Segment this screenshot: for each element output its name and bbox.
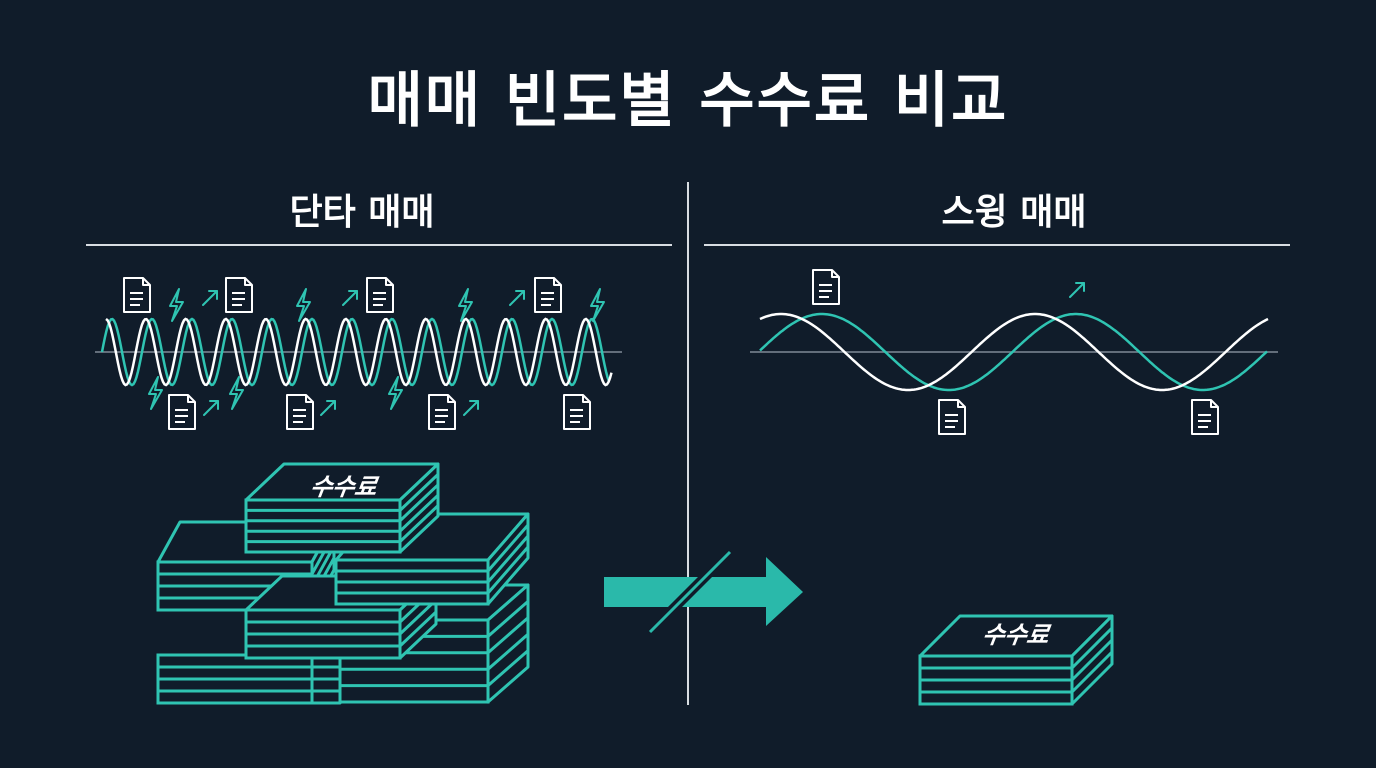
left-wave-white (105, 317, 613, 387)
document-icon (123, 277, 151, 313)
up-arrow-icon (320, 400, 336, 416)
lightning-icon (296, 288, 311, 322)
document-icon (938, 399, 966, 435)
up-arrow-icon (463, 400, 479, 416)
left-wave-teal (100, 317, 611, 387)
lightning-icon (458, 288, 473, 322)
up-arrow-icon (342, 290, 358, 306)
large-fee-stack (156, 462, 530, 705)
document-icon (225, 277, 253, 313)
right-wave-white (759, 312, 1269, 392)
small-fee-stack (918, 614, 1114, 706)
fee-box (244, 462, 440, 554)
up-arrow-icon (203, 400, 219, 416)
fee-box (156, 653, 342, 705)
document-icon (1191, 399, 1219, 435)
lightning-icon (148, 376, 163, 410)
document-icon (534, 277, 562, 313)
right-fee-label: 수수료 (981, 621, 1053, 649)
document-icon (563, 394, 591, 430)
up-arrow-icon (509, 290, 525, 306)
up-arrow-icon (1069, 282, 1085, 298)
document-icon (428, 394, 456, 430)
document-icon (286, 394, 314, 430)
left-fee-label: 수수료 (308, 473, 380, 501)
document-icon (366, 277, 394, 313)
document-icon (812, 269, 840, 305)
document-icon (168, 394, 196, 430)
fee-box (918, 614, 1114, 706)
page-title: 매매 빈도별 수수료 비교 (367, 66, 1009, 136)
up-arrow-icon (202, 290, 218, 306)
day-trading-heading: 단타 매매 (289, 192, 435, 233)
swing-trading-heading: 스윙 매매 (941, 192, 1087, 233)
lightning-icon (388, 376, 403, 410)
lightning-icon (229, 376, 244, 410)
blocked-arrow-icon (604, 548, 803, 636)
lightning-icon (169, 288, 184, 322)
lightning-icon (590, 288, 605, 322)
